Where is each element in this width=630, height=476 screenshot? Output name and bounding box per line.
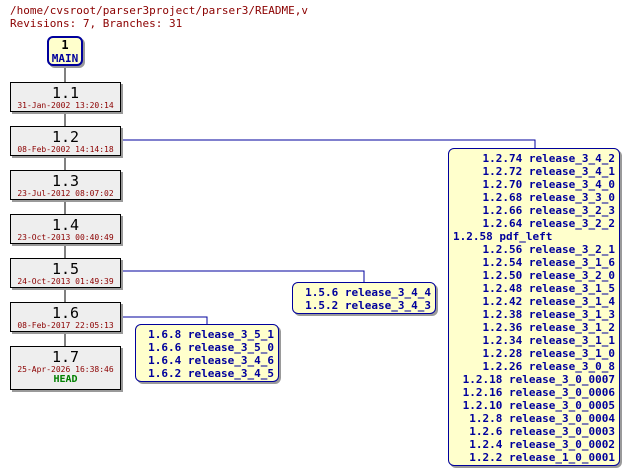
- revision-date: 23-Jul-2012 08:07:02: [17, 189, 114, 198]
- branch-tag[interactable]: 1.5.2 release_3_4_3: [305, 299, 431, 312]
- branch-tag[interactable]: 1.2.36 release_3_1_2: [482, 321, 615, 334]
- branch-tag[interactable]: 1.5.6 release_3_4_4: [305, 286, 431, 299]
- main-branch-number: 1: [61, 38, 69, 52]
- branch-tag[interactable]: 1.2.38 release_3_1_3: [482, 308, 615, 321]
- revision-date: 31-Jan-2002 13:20:14: [17, 101, 114, 110]
- branch-tag[interactable]: 1.2.18 release_3_0_0007: [462, 373, 615, 386]
- branch-tags-1-6[interactable]: 1.6.8 release_3_5_1 1.6.6 release_3_5_0 …: [135, 324, 279, 382]
- branch-connector-1-5: [121, 270, 365, 282]
- branch-tag[interactable]: 1.2.54 release_3_1_6: [482, 256, 615, 269]
- file-path: /home/cvsroot/parser3project/parser3/REA…: [10, 4, 309, 17]
- branch-tag[interactable]: 1.6.4 release_3_4_6: [148, 354, 274, 367]
- branch-tag[interactable]: 1.2.58 pdf_left: [453, 230, 553, 243]
- branch-tag[interactable]: 1.2.6 release_3_0_0003: [469, 425, 615, 438]
- revision-date: 24-Oct-2013 01:49:39: [17, 277, 114, 286]
- revision-node[interactable]: 1.3 23-Jul-2012 08:07:02: [10, 170, 121, 200]
- revision-date: 23-Oct-2013 00:40:49: [17, 233, 114, 242]
- revision-node[interactable]: 1.6 08-Feb-2017 22:05:13: [10, 302, 121, 332]
- branch-tags-1-5[interactable]: 1.5.6 release_3_4_4 1.5.2 release_3_4_3: [292, 282, 436, 314]
- branch-tag[interactable]: 1.2.66 release_3_2_3: [482, 204, 615, 217]
- revision-node[interactable]: 1.4 23-Oct-2013 00:40:49: [10, 214, 121, 244]
- branch-tag[interactable]: 1.2.4 release_3_0_0002: [469, 438, 615, 451]
- branch-tag[interactable]: 1.2.10 release_3_0_0005: [462, 399, 615, 412]
- branch-connector-1-2: [121, 139, 536, 148]
- branch-tag[interactable]: 1.6.2 release_3_4_5: [148, 367, 274, 380]
- branch-tag[interactable]: 1.2.34 release_3_1_1: [482, 334, 615, 347]
- branch-tag[interactable]: 1.2.70 release_3_4_0: [482, 178, 615, 191]
- branch-tag[interactable]: 1.2.8 release_3_0_0004: [469, 412, 615, 425]
- revision-number: 1.5: [51, 260, 80, 278]
- branch-tag[interactable]: 1.2.28 release_3_1_0: [482, 347, 615, 360]
- main-branch-node[interactable]: 1 MAIN: [47, 36, 83, 66]
- main-branch-name: MAIN: [51, 52, 79, 65]
- revision-number: 1.7: [51, 348, 80, 366]
- revision-summary: Revisions: 7, Branches: 31: [10, 17, 183, 30]
- branch-tag[interactable]: 1.2.56 release_3_2_1: [482, 243, 615, 256]
- branch-tag[interactable]: 1.2.74 release_3_4_2: [482, 152, 615, 165]
- revision-node[interactable]: 1.5 24-Oct-2013 01:49:39: [10, 258, 121, 288]
- revision-node-head[interactable]: 1.7 25-Apr-2026 16:38:46 HEAD: [10, 346, 121, 390]
- revision-node[interactable]: 1.2 08-Feb-2002 14:14:18: [10, 126, 121, 156]
- branch-tag[interactable]: 1.6.8 release_3_5_1: [148, 328, 274, 341]
- branch-tag[interactable]: 1.2.16 release_3_0_0006: [462, 386, 615, 399]
- revision-number: 1.6: [51, 304, 80, 322]
- branch-tag[interactable]: 1.2.50 release_3_2_0: [482, 269, 615, 282]
- revision-number: 1.1: [51, 84, 80, 102]
- revision-number: 1.4: [51, 216, 80, 234]
- head-tag: HEAD: [53, 374, 78, 385]
- branch-tag[interactable]: 1.2.48 release_3_1_5: [482, 282, 615, 295]
- revision-date: 08-Feb-2017 22:05:13: [17, 321, 114, 330]
- branch-tag[interactable]: 1.2.64 release_3_2_2: [482, 217, 615, 230]
- revision-date: 08-Feb-2002 14:14:18: [17, 145, 114, 154]
- branch-tags-1-2[interactable]: 1.2.74 release_3_4_2 1.2.72 release_3_4_…: [448, 148, 620, 466]
- revision-number: 1.3: [51, 172, 80, 190]
- branch-connector-1-6: [121, 316, 208, 324]
- branch-tag[interactable]: 1.2.42 release_3_1_4: [482, 295, 615, 308]
- revision-date: 25-Apr-2026 16:38:46: [17, 365, 114, 374]
- branch-tag[interactable]: 1.2.72 release_3_4_1: [482, 165, 615, 178]
- branch-tag[interactable]: 1.2.68 release_3_3_0: [482, 191, 615, 204]
- branch-tag[interactable]: 1.2.2 release_1_0_0001: [469, 451, 615, 464]
- revision-number: 1.2: [51, 128, 80, 146]
- revision-node[interactable]: 1.1 31-Jan-2002 13:20:14: [10, 82, 121, 112]
- branch-tag[interactable]: 1.2.26 release_3_0_8: [482, 360, 615, 373]
- branch-tag[interactable]: 1.6.6 release_3_5_0: [148, 341, 274, 354]
